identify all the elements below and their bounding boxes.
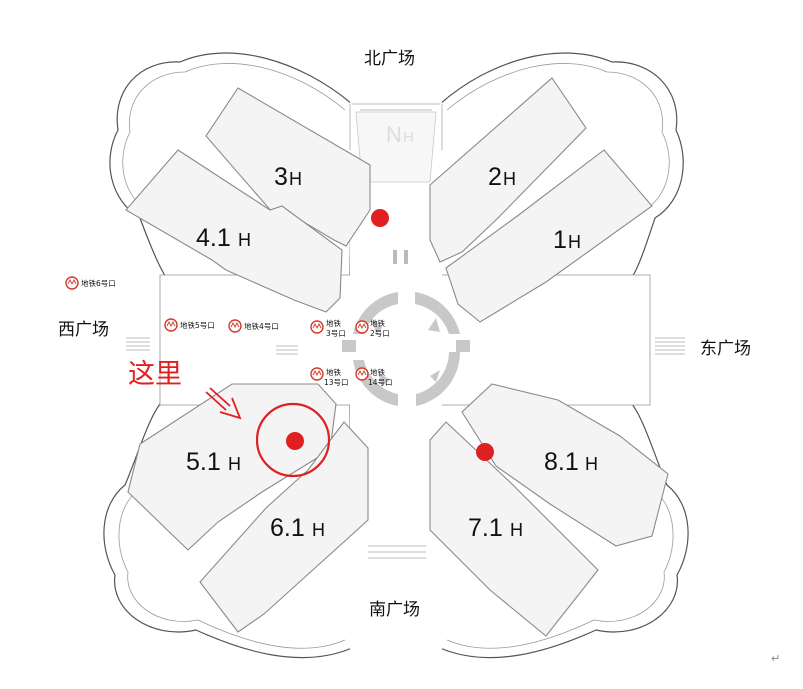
hall-7-1h-suffix: H xyxy=(510,520,523,540)
hall-7-1h[interactable]: 7.1 H xyxy=(429,421,599,637)
here-label: 这里 xyxy=(128,359,182,390)
east-plaza-label: 东广场 xyxy=(700,339,751,359)
metro-exit-14-line2: 14号口 xyxy=(368,378,393,387)
metro-exit-2[interactable]: 地铁 2号口 xyxy=(355,318,390,338)
metro-exit-2-line2: 2号口 xyxy=(370,329,390,338)
metro-exit-14[interactable]: 地铁 14号口 xyxy=(355,367,393,387)
hall-1h-number: 1 xyxy=(553,226,567,254)
hall-4-1h-suffix: H xyxy=(238,230,251,250)
arrow-icon xyxy=(205,387,242,420)
metro-exit-5-label: 地铁5号口 xyxy=(180,320,215,330)
south-plaza-label: 南广场 xyxy=(369,600,420,620)
highlight-circle xyxy=(255,402,331,478)
hall-6-1h-number: 6.1 xyxy=(270,514,305,542)
north-plaza-label: 北广场 xyxy=(364,49,415,69)
metro-exit-5[interactable]: 地铁5号口 xyxy=(164,318,215,332)
metro-exit-14-line1: 地铁 xyxy=(370,367,385,377)
hall-4-1h-number: 4.1 xyxy=(196,224,231,252)
hall-8-1h[interactable]: 8.1 H xyxy=(461,383,669,547)
west-plaza-label: 西广场 xyxy=(58,320,109,340)
metro-exit-3-line2: 3号口 xyxy=(326,329,346,338)
west-stairs xyxy=(126,337,298,355)
metro-exit-6-label: 地铁6号口 xyxy=(81,278,116,288)
hall-1h[interactable]: 1 H xyxy=(445,149,653,323)
hall-5-1h[interactable]: 5.1 H xyxy=(127,383,337,551)
metro-exit-3-line1: 地铁 xyxy=(326,318,341,328)
hall-5-1h-number: 5.1 xyxy=(186,448,221,476)
pillar-right xyxy=(404,250,408,264)
hall-4-1h[interactable]: 4.1 H xyxy=(125,149,343,313)
paragraph-return-mark: ↵ xyxy=(771,652,780,665)
metro-exit-4[interactable]: 地铁4号口 xyxy=(228,319,279,333)
location-dot-north[interactable] xyxy=(371,209,389,227)
hall-3h-suffix: H xyxy=(289,169,302,189)
hall-2h-suffix: H xyxy=(503,169,516,189)
hall-6-1h-suffix: H xyxy=(312,520,325,540)
metro-exit-13[interactable]: 地铁 13号口 xyxy=(310,367,349,387)
hall-6-1h[interactable]: 6.1 H xyxy=(199,421,369,633)
pillar-left xyxy=(393,250,397,264)
hall-7-1h-number: 7.1 xyxy=(468,514,503,542)
metro-exit-13-line1: 地铁 xyxy=(326,367,341,377)
hall-3h[interactable]: 3 H xyxy=(205,87,371,247)
metro-exit-2-line1: 地铁 xyxy=(370,318,385,328)
hall-3h-number: 3 xyxy=(274,163,288,191)
you-are-here-marker[interactable]: 这里 xyxy=(128,359,331,478)
hall-2h[interactable]: 2 H xyxy=(429,77,587,263)
metro-exit-4-label: 地铁4号口 xyxy=(244,321,279,331)
location-dot-east[interactable] xyxy=(476,443,494,461)
hall-8-1h-suffix: H xyxy=(585,454,598,474)
hall-1h-suffix: H xyxy=(568,232,581,252)
metro-exit-13-line2: 13号口 xyxy=(324,378,349,387)
east-stairs xyxy=(655,337,685,355)
metro-exit-3[interactable]: 地铁 3号口 xyxy=(310,318,346,338)
north-hall-label: N xyxy=(386,122,402,147)
hall-8-1h-number: 8.1 xyxy=(544,448,579,476)
metro-exit-6[interactable]: 地铁6号口 xyxy=(65,276,116,290)
north-hall-suffix: H xyxy=(403,129,414,146)
location-dot-here xyxy=(286,432,304,450)
hall-5-1h-suffix: H xyxy=(228,454,241,474)
hall-2h-number: 2 xyxy=(488,163,502,191)
